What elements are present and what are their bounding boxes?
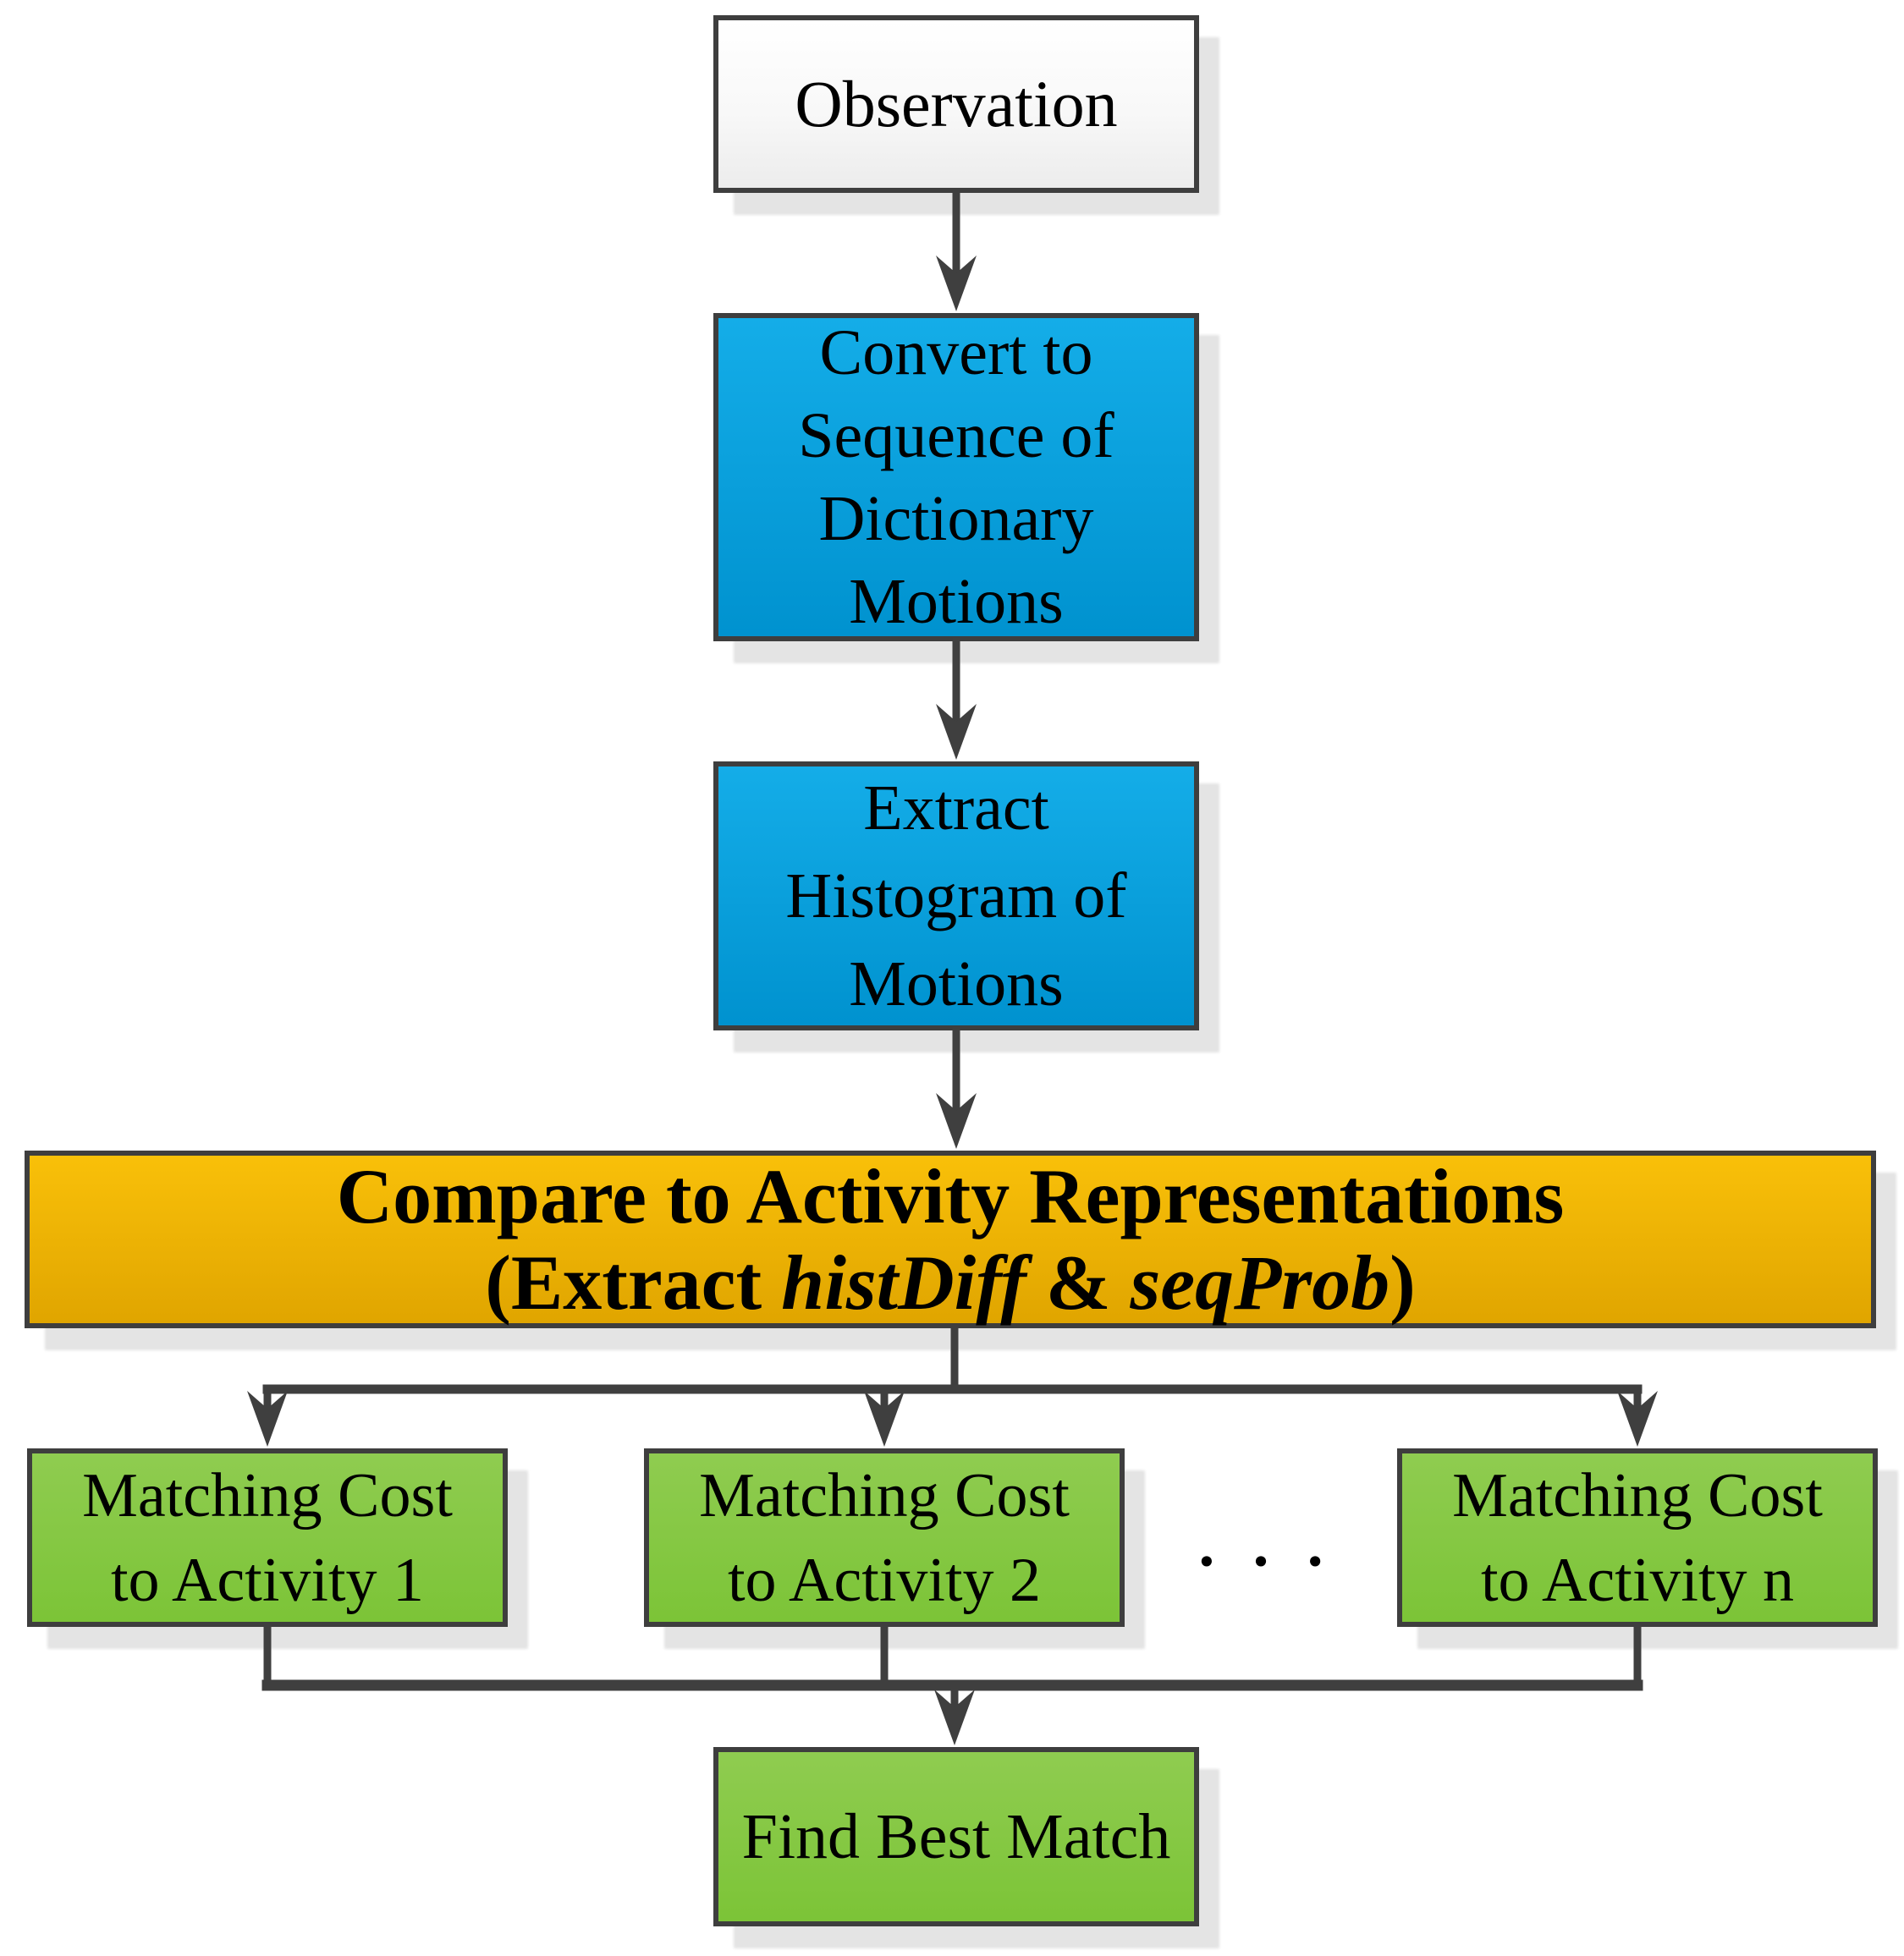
- branch-compare-to-matching: [247, 1325, 1658, 1447]
- compare-line-1: Compare to Activity Representations: [336, 1153, 1565, 1239]
- compare-line2-prefix: (Extract: [485, 1239, 782, 1326]
- node-label-line: Matching Cost: [699, 1460, 1070, 1530]
- node-label-line: to Activity 2: [728, 1545, 1041, 1615]
- node-label-line: Sequence of: [798, 400, 1114, 471]
- node-label-line: to Activity 1: [111, 1545, 424, 1615]
- arrowhead-down-icon: [936, 704, 977, 760]
- node-extract-histogram: Extract Histogram of Motions: [713, 761, 1199, 1030]
- ellipsis-dots: • • •: [1196, 1541, 1326, 1583]
- node-find-best-match: Find Best Match: [713, 1747, 1199, 1926]
- arrowhead-down-icon: [936, 255, 977, 311]
- node-label-line: Matching Cost: [1452, 1460, 1823, 1530]
- node-convert-to-sequence: Convert to Sequence of Dictionary Motion…: [713, 313, 1199, 641]
- node-label-line: Extract: [863, 772, 1049, 843]
- node-compare-to-activity: Compare to Activity Representations (Ext…: [25, 1151, 1876, 1328]
- compare-histdiff-term: histDiff: [781, 1239, 1026, 1326]
- node-observation: Observation: [713, 15, 1199, 193]
- arrowhead-down-icon: [864, 1391, 905, 1447]
- arrow-convert-to-extract: [936, 638, 977, 760]
- node-matching-cost-n: Matching Cost to Activity n: [1397, 1448, 1878, 1627]
- compare-line-2: (Extract histDiff & seqProb): [485, 1239, 1416, 1326]
- node-label-line: Motions: [849, 948, 1064, 1019]
- arrow-extract-to-compare: [936, 1027, 977, 1149]
- node-observation-label: Observation: [795, 67, 1118, 140]
- arrowhead-down-icon: [1617, 1391, 1658, 1447]
- compare-ampersand: &: [1026, 1239, 1131, 1326]
- arrow-observation-to-convert: [936, 190, 977, 311]
- node-label-line: Motions: [849, 566, 1064, 637]
- arrowhead-down-icon: [936, 1093, 977, 1149]
- node-matching-cost-1: Matching Cost to Activity 1: [27, 1448, 508, 1627]
- compare-seqprob-term: seqProb: [1130, 1239, 1390, 1326]
- compare-line2-suffix: ): [1389, 1239, 1416, 1326]
- node-label-line: Convert to: [819, 317, 1093, 388]
- node-find-best-match-label: Find Best Match: [741, 1801, 1171, 1872]
- node-matching-cost-2: Matching Cost to Activity 2: [644, 1448, 1125, 1627]
- node-label-line: to Activity n: [1481, 1545, 1794, 1615]
- arrowhead-down-icon: [247, 1391, 288, 1447]
- node-label-line: Matching Cost: [82, 1460, 453, 1530]
- node-label-line: Histogram of: [785, 860, 1127, 931]
- merge-matching-to-find-best: [261, 1624, 1643, 1745]
- node-label-line: Dictionary: [818, 483, 1094, 554]
- arrowhead-down-icon: [934, 1690, 975, 1745]
